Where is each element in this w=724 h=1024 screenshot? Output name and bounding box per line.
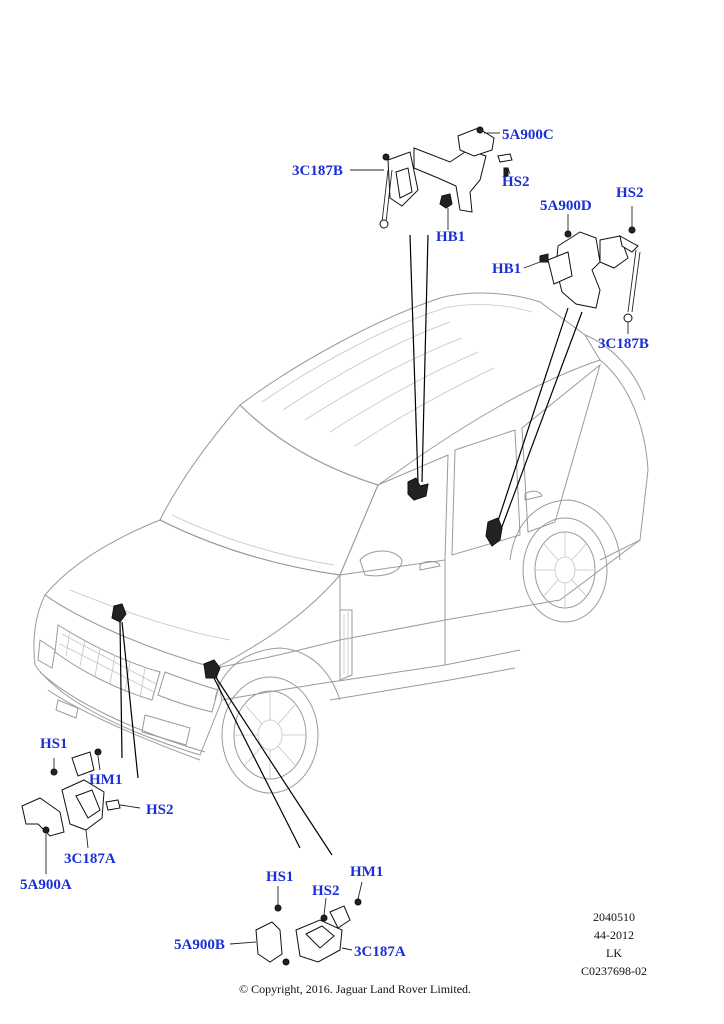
callout-hm1-bottom: HM1 — [350, 864, 383, 880]
callout-3c187b-right: 3C187B — [598, 336, 649, 352]
callout-5a900d-right: 5A900D — [540, 198, 592, 214]
assembly-right-rear-right — [523, 206, 641, 334]
callout-hs1-left: HS1 — [40, 736, 68, 752]
reference-date-code: 44-2012 — [594, 928, 634, 942]
mounted-sensor-marks — [111, 477, 503, 679]
callout-3c187a-bottom: 3C187A — [354, 944, 406, 960]
copyright-notice: © Copyright, 2016. Jaguar Land Rover Lim… — [239, 982, 471, 996]
callout-hs1-bottom: HS1 — [266, 869, 294, 885]
callout-labels: 5A900C 3C187B HS2 HB1 5A900D HS2 HB1 3C1… — [20, 127, 649, 960]
reference-drawing-id: C0237698-02 — [581, 964, 647, 978]
callout-hs2-left: HS2 — [146, 802, 174, 818]
reference-number: 2040510 — [593, 910, 635, 924]
callout-5a900a-left: 5A900A — [20, 877, 72, 893]
drawing-reference-block: 2040510 44-2012 LK C0237698-02 — [581, 910, 647, 978]
callout-hs2-right: HS2 — [616, 185, 644, 201]
callout-5a900b-bottom: 5A900B — [174, 937, 225, 953]
reference-initials: LK — [606, 946, 622, 960]
callout-hs2-bottom: HS2 — [312, 883, 340, 899]
leader-lines — [119, 234, 583, 856]
callout-hs2-top: HS2 — [502, 174, 530, 190]
callout-5a900c-top: 5A900C — [502, 127, 554, 143]
callout-hb1-top: HB1 — [436, 229, 465, 245]
assembly-front-left — [21, 748, 141, 874]
callout-3c187a-left: 3C187A — [64, 851, 116, 867]
callout-hb1-right: HB1 — [492, 261, 521, 277]
vehicle-outline — [33, 292, 649, 794]
callout-hm1-left: HM1 — [89, 772, 122, 788]
assembly-front-right — [229, 881, 363, 966]
callout-3c187b-top: 3C187B — [292, 163, 343, 179]
assembly-top-rear-left — [350, 126, 513, 230]
